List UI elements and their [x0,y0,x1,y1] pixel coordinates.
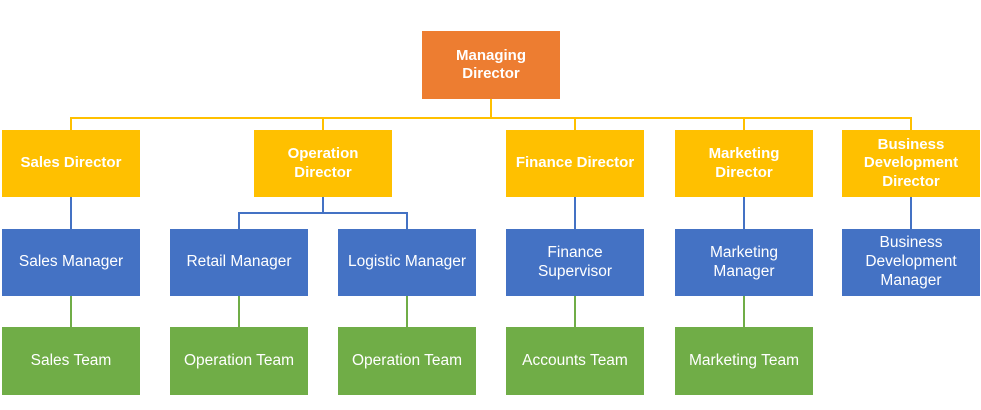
marketing-director-box: Marketing Director [675,130,813,197]
sales-manager-label: Sales Manager [18,253,124,271]
connector-bd-manager [910,197,912,229]
retail-manager-box: Retail Manager [170,229,308,296]
connector-retail-manager [238,212,240,229]
finance-supervisor-box: Finance Supervisor [506,229,644,296]
logistic-manager-label: Logistic Manager [347,253,467,271]
sales-team-label: Sales Team [30,351,112,369]
connector-md-down [490,99,492,118]
connector-operation-director [322,117,324,130]
operation-team-box: Operation Team [338,327,476,395]
finance-supervisor-label: Finance Supervisor [537,243,613,280]
marketing-director-label: Marketing Director [708,145,780,181]
sales-manager-box: Sales Manager [2,229,140,296]
sales-director-box: Sales Director [2,130,140,197]
bd-director-box: Business Development Director [842,130,980,197]
bd-manager-label: Business Development Manager [865,234,957,289]
connector-sales-director [70,117,72,130]
retail-manager-label: Retail Manager [186,253,292,271]
marketing-team-label: Marketing Team [689,351,799,369]
connector-bd-director [910,117,912,130]
connector-operation-team-2 [406,296,408,327]
managing-director-label: Managing Director [456,46,526,82]
operation-team-box: Operation Team [170,327,308,395]
sales-director-label: Sales Director [20,154,122,172]
operation-team-label: Operation Team [352,351,462,369]
connector-accounts-team [574,296,576,327]
connector-sales-manager [70,197,72,229]
sales-team-box: Sales Team [2,327,140,395]
bd-director-label: Business Development Director [863,136,959,190]
connector-logistic-manager [406,212,408,229]
marketing-manager-box: Marketing Manager [675,229,813,296]
operation-team-label: Operation Team [184,351,294,369]
accounts-team-box: Accounts Team [506,327,644,395]
accounts-team-label: Accounts Team [522,351,628,369]
connector-operation-bus [238,212,408,214]
connector-operation-team-1 [238,296,240,327]
bd-manager-box: Business Development Manager [842,229,980,296]
connector-finance-director [574,117,576,130]
logistic-manager-box: Logistic Manager [338,229,476,296]
marketing-manager-label: Marketing Manager [709,243,779,280]
connector-marketing-manager [743,197,745,229]
connector-operation-down [322,197,324,213]
connector-finance-supervisor [574,197,576,229]
connector-marketing-director [743,117,745,130]
connector-director-bus [70,117,912,119]
operation-director-label: Operation Director [287,145,359,181]
finance-director-label: Finance Director [515,154,635,172]
managing-director-box: Managing Director [422,31,560,99]
connector-sales-team [70,296,72,327]
marketing-team-box: Marketing Team [675,327,813,395]
operation-director-box: Operation Director [254,130,392,197]
finance-director-box: Finance Director [506,130,644,197]
connector-marketing-team [743,296,745,327]
